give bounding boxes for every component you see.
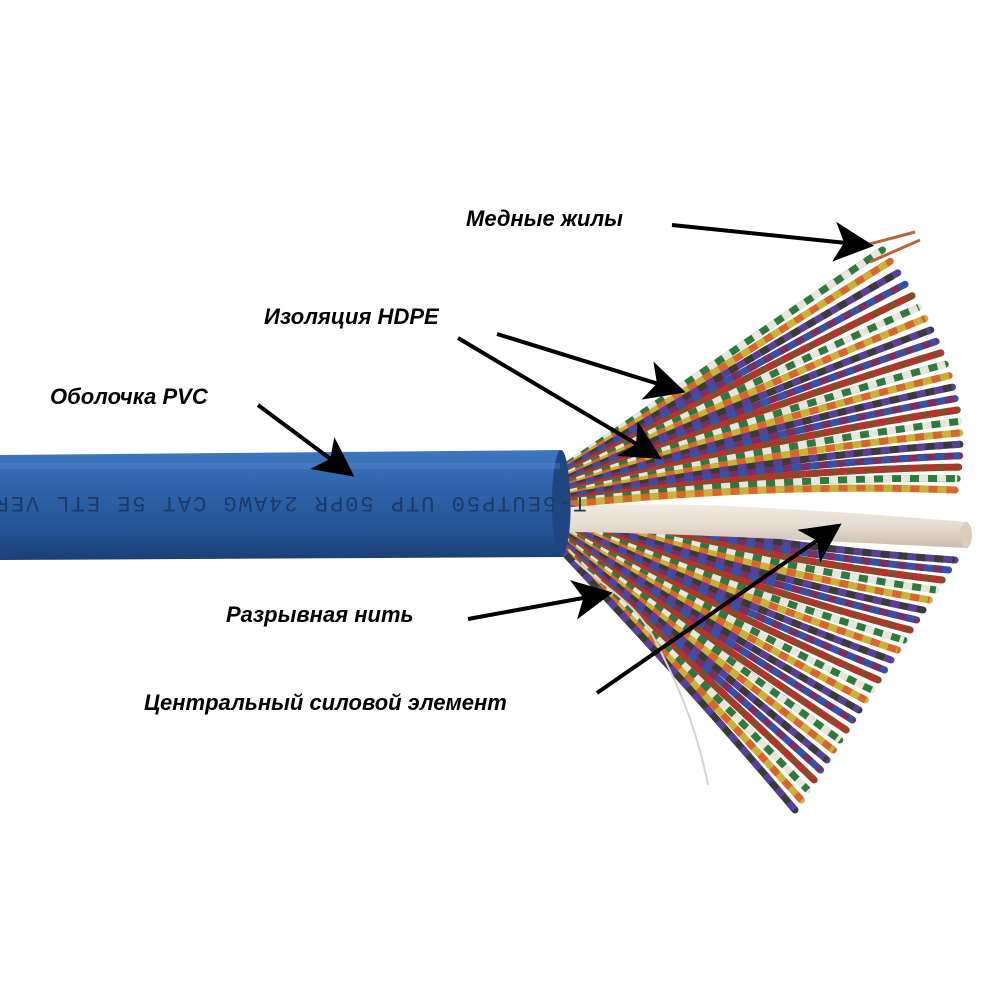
wire-twist — [557, 533, 842, 743]
label-pvc-jacket: Оболочка PVC — [50, 384, 208, 409]
pvc-jacket — [0, 450, 571, 560]
label-hdpe-insulation: Изоляция HDPE — [264, 304, 439, 329]
arrow-ripcord — [467, 580, 613, 621]
wire-twist — [557, 545, 798, 813]
wire-twist — [557, 537, 830, 763]
arrow-strength — [595, 523, 842, 695]
wire-twist — [558, 525, 874, 694]
wire-twist — [558, 532, 849, 733]
wire-twist — [558, 526, 868, 704]
wire-twist — [558, 530, 855, 723]
label-copper-conductors: Медные жилы — [466, 206, 623, 231]
wire-twist — [558, 528, 861, 714]
label-rip-cord: Разрывная нить — [226, 602, 414, 627]
copper-conductor — [869, 238, 921, 264]
wire-twist — [558, 521, 886, 674]
arrow-hdpe-1 — [496, 332, 686, 400]
copper-conductor — [865, 230, 916, 247]
wire-twist — [557, 539, 823, 773]
label-central-strength-member: Центральный силовой элемент — [144, 690, 507, 715]
wire-twist — [557, 540, 817, 783]
arrow-pvc — [256, 403, 355, 477]
wire-twist — [557, 535, 836, 753]
jacket-print: T-5EUTP50 UTP 50PR 24AWG CAT 5E ETL VER — [0, 490, 586, 515]
central-strength-member — [560, 504, 972, 548]
arrow-copper — [671, 221, 874, 262]
callout-arrows — [256, 221, 874, 695]
wire-twist — [557, 544, 804, 803]
wire-twist — [558, 523, 880, 684]
wire-twist — [559, 484, 956, 509]
wire-twist — [557, 542, 811, 793]
arrow-hdpe-2 — [456, 336, 662, 460]
